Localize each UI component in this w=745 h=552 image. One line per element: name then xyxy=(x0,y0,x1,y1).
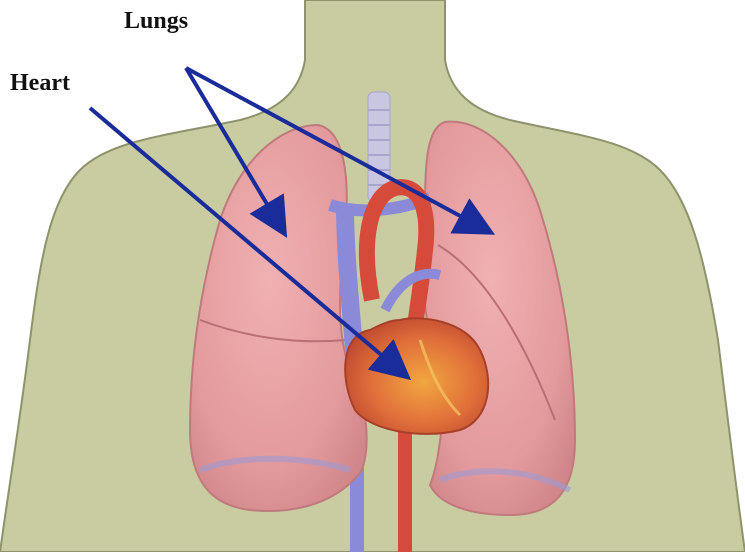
heart-label: Heart xyxy=(10,70,70,97)
superior-vena-cava xyxy=(345,205,355,360)
heart xyxy=(345,318,488,434)
lungs-label: Lungs xyxy=(124,8,188,35)
